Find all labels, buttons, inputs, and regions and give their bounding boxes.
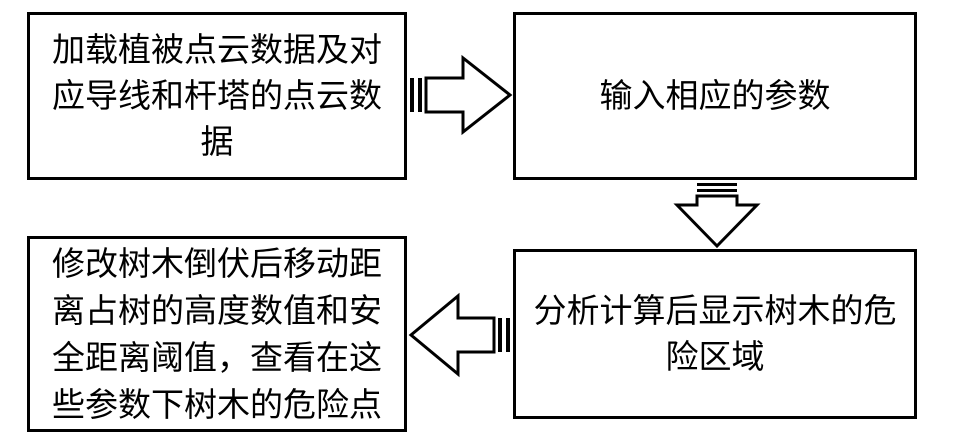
step-compute: 分析计算后显示树木的危险区域 (513, 249, 917, 419)
step-compute-text: 分析计算后显示树木的危险区域 (533, 291, 897, 376)
step-load-data-text: 加载植被点云数据及对应导线和杆塔的点云数据 (52, 30, 382, 161)
step-modify-text: 修改树木倒伏后移动距离占树的高度数值和安全距离阈值，查看在这些参数下树木的危险点 (52, 244, 382, 424)
step-modify: 修改树木倒伏后移动距离占树的高度数值和安全距离阈值，查看在这些参数下树木的危险点 (27, 236, 407, 432)
arrow-left-icon (408, 292, 510, 378)
arrow-right-icon (410, 54, 513, 136)
step-load-data: 加载植被点云数据及对应导线和杆塔的点云数据 (27, 12, 407, 180)
step-input-params: 输入相应的参数 (513, 12, 917, 180)
step-input-params-text: 输入相应的参数 (599, 76, 831, 115)
arrow-down-icon (673, 183, 761, 249)
